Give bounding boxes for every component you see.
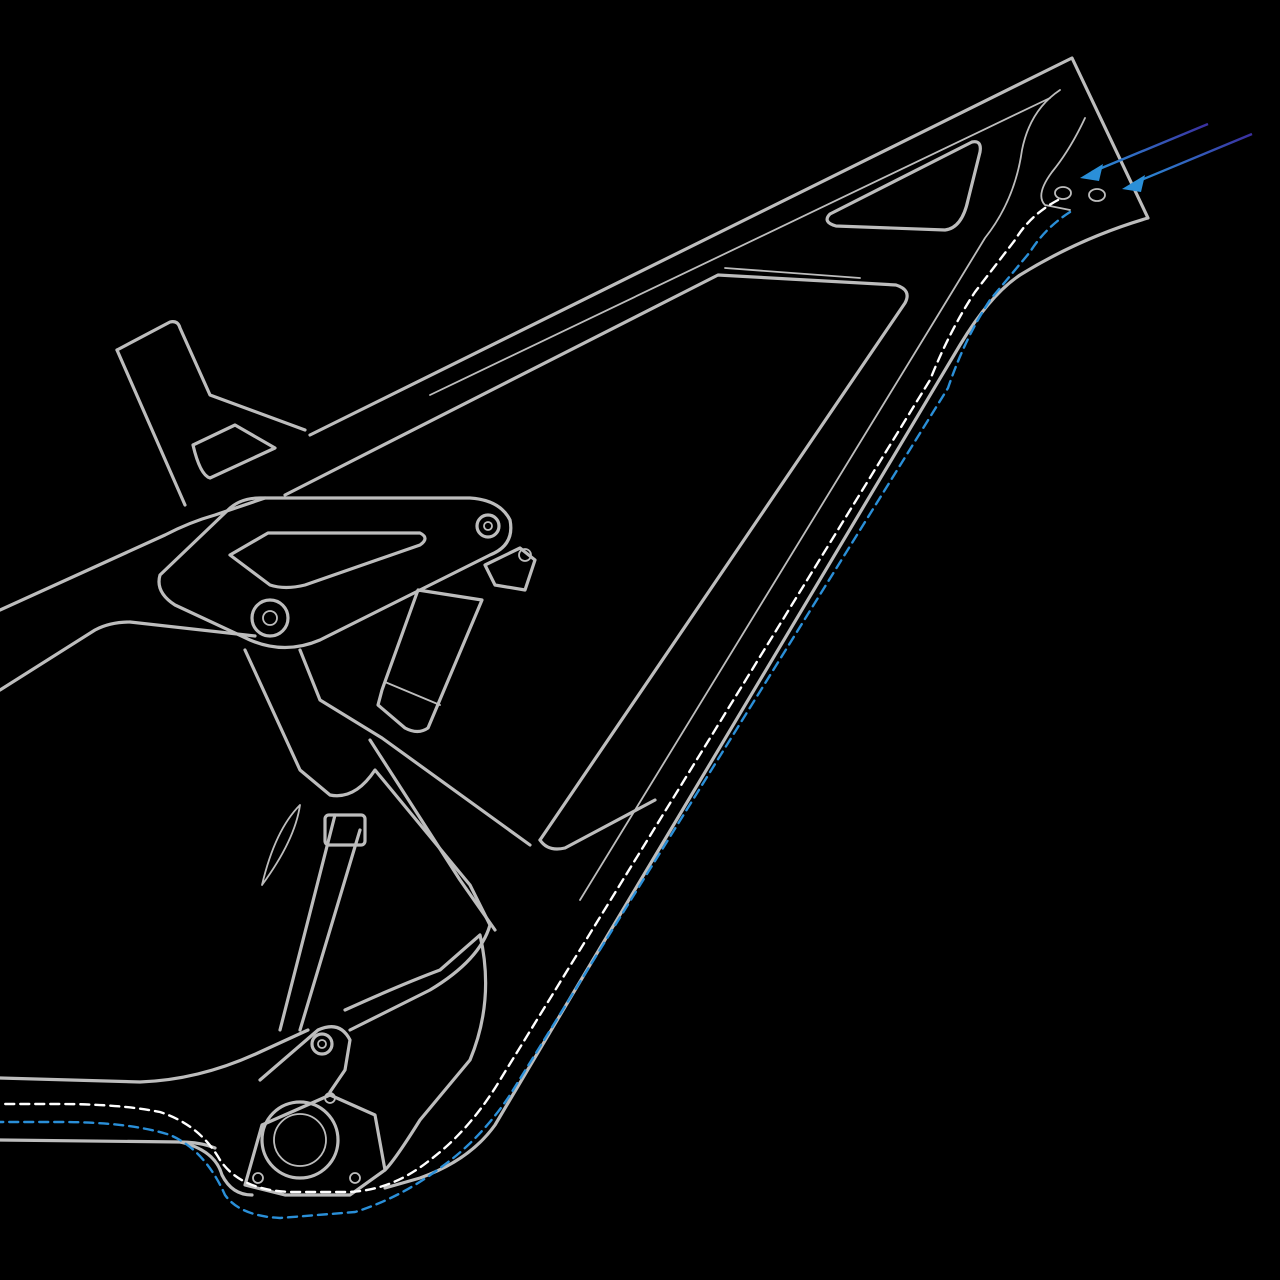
top-tube-outline (308, 56, 1150, 1190)
rocker-link (157, 496, 513, 650)
head-tube-contour (579, 89, 1061, 901)
top-tube-accent-line (429, 97, 1051, 396)
seat-tube-window (191, 423, 277, 480)
rear-shock (376, 546, 537, 734)
lower-shock-strut (278, 813, 337, 1032)
rear-stays (0, 496, 310, 1150)
bb-link-pivot (310, 1032, 334, 1056)
arrow-icon-head (1122, 175, 1145, 192)
bb-motor-fairing (343, 933, 488, 1172)
bb-link-pivot-inner (317, 1039, 327, 1049)
rocker-window (228, 531, 427, 590)
bb-bolt-1 (252, 1172, 264, 1184)
shock-valve (483, 546, 537, 592)
cable-port-icon (1088, 188, 1106, 202)
bb-shell-outline (243, 1093, 387, 1197)
top-tube-window (825, 140, 982, 232)
seat-stay-upper (0, 496, 267, 612)
top-tube-accent-line-2 (724, 267, 861, 279)
lower-shock-strut-2 (298, 828, 362, 1032)
front-triangle (283, 56, 1150, 1190)
bb-bolt-2 (349, 1172, 361, 1184)
bb-link-arm (258, 1025, 352, 1094)
arrow-icon-head (1080, 164, 1103, 181)
cable-port-icon (1054, 186, 1072, 200)
rocker-pivot-inner (262, 610, 278, 626)
mid-link-inner (298, 648, 532, 847)
rocker-outline (157, 496, 513, 650)
seat-stay-lower (0, 620, 257, 692)
mid-link (243, 648, 532, 1032)
lower-shock-mount (323, 813, 367, 847)
cable-route-white (0, 198, 1060, 1194)
fender-blade (261, 804, 301, 886)
shock-body (376, 588, 484, 734)
bb-bearing-outer (260, 1100, 340, 1180)
cable-route-blue (0, 210, 1072, 1220)
rocker-shock-mount-inner (483, 521, 493, 531)
arrow-icon (1091, 122, 1209, 174)
seat-tube-front (115, 348, 187, 507)
shock-band (384, 681, 441, 706)
down-tube-inner-edge (538, 798, 657, 851)
mid-link-outline (243, 648, 492, 1032)
cable-entry (1054, 122, 1253, 202)
seat-post-clamp (115, 320, 307, 432)
arrow-icon (1133, 132, 1253, 185)
bottom-bracket (178, 933, 488, 1197)
bb-bearing-inner (273, 1113, 327, 1167)
cable-routes (0, 198, 1072, 1220)
chain-stay-bottom-curve (178, 1140, 254, 1197)
rocker-pivot-outer (250, 598, 290, 638)
chain-stay-upper (0, 1028, 310, 1084)
head-tube-port-pocket (1040, 117, 1086, 211)
seat-tube (115, 320, 307, 507)
mid-link-diagonal (368, 738, 497, 932)
top-tube-lower-edge (283, 273, 909, 842)
shock-valve-knob (518, 548, 532, 562)
rocker-shock-mount (475, 513, 501, 539)
